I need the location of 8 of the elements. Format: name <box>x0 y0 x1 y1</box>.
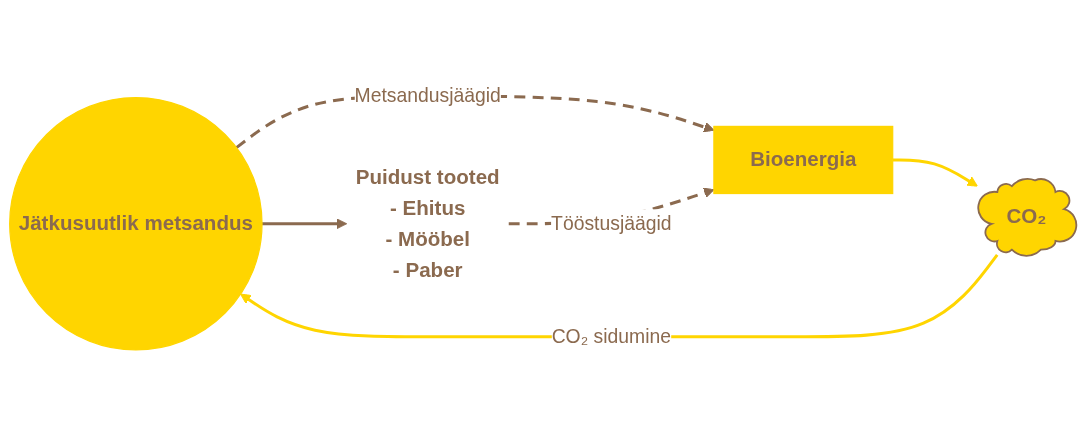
arrow <box>892 158 978 187</box>
node-circle: Jätkusuutlik metsandus <box>9 96 263 351</box>
edge-label: Tööstusjäägid <box>551 212 672 234</box>
edge-label: Metsandusjäägid <box>354 85 501 106</box>
arrow <box>262 218 348 230</box>
node-box: Bioenergia <box>713 125 894 195</box>
edge-label: CO₂ sidumine <box>551 325 671 347</box>
node-text: Puidust tooted - Ehitus - Mööbel - Paber <box>355 165 500 282</box>
